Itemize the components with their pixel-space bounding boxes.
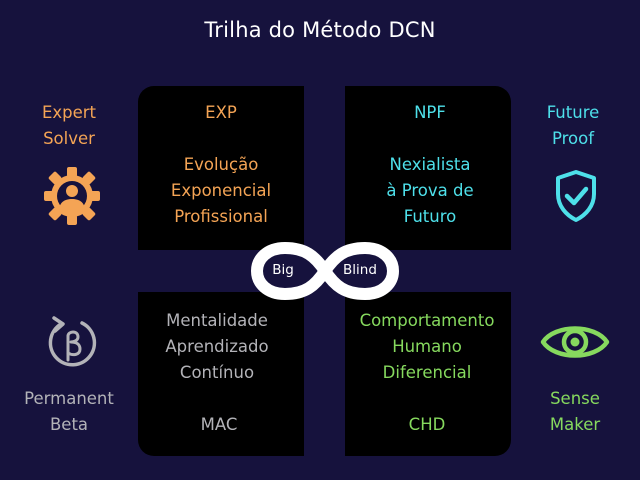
quadrant-chd-line: Diferencial xyxy=(382,363,472,382)
quadrant-chd-line: Comportamento xyxy=(359,311,495,330)
quadrant-npf-text: Nexialista à Prova de Futuro xyxy=(340,152,520,230)
side-label-line: Solver xyxy=(43,129,95,148)
quadrant-npf-line: Nexialista xyxy=(389,155,471,174)
side-label-line: Future xyxy=(546,103,600,122)
quadrant-chd-code: CHD xyxy=(408,415,446,434)
infinity-label-blind: Blind xyxy=(343,262,377,278)
quadrant-chd-text: Comportamento Humano Diferencial xyxy=(337,308,517,386)
quadrant-exp-line: Profissional xyxy=(174,207,268,226)
quadrant-mac-line: Aprendizado xyxy=(165,337,269,356)
side-label-future-proof: Future Proof xyxy=(513,100,633,152)
side-label-sense-maker: Sense Maker xyxy=(515,386,635,438)
side-label-line: Maker xyxy=(549,415,601,434)
beta-cycle-icon xyxy=(48,316,97,367)
quadrant-npf xyxy=(345,86,511,250)
side-label-line: Proof xyxy=(551,129,595,148)
infinity-icon xyxy=(251,242,399,300)
diagram-title: Trilha do Método DCN xyxy=(204,18,436,42)
quadrant-exp xyxy=(138,86,304,250)
quadrant-mac xyxy=(138,292,304,456)
eye-icon xyxy=(540,326,610,358)
quadrant-mac-line: Contínuo xyxy=(179,363,255,382)
quadrant-exp-code: EXP xyxy=(205,103,237,122)
quadrant-chd xyxy=(345,292,511,456)
side-label-expert-solver: Expert Solver xyxy=(9,100,129,152)
quadrant-npf-code: NPF xyxy=(414,103,446,122)
side-label-line: Sense xyxy=(550,389,600,408)
quadrant-npf-line: à Prova de xyxy=(386,181,474,200)
quadrant-exp-line: Exponencial xyxy=(170,181,272,200)
quadrant-exp-line: Evolução xyxy=(183,155,259,174)
shield-check-icon xyxy=(556,170,596,222)
side-label-line: Permanent xyxy=(24,389,114,408)
quadrant-mac-line: Mentalidade xyxy=(166,311,268,330)
infinity-label-big: Big xyxy=(272,262,294,278)
quadrant-chd-line: Humano xyxy=(392,337,462,356)
side-label-line: Expert xyxy=(41,103,97,122)
expert-gear-person-icon xyxy=(44,167,100,225)
quadrant-exp-text: Evolução Exponencial Profissional xyxy=(131,152,311,230)
side-label-permanent-beta: Permanent Beta xyxy=(9,386,129,438)
quadrant-mac-text: Mentalidade Aprendizado Contínuo xyxy=(127,308,307,386)
quadrant-npf-line: Futuro xyxy=(403,207,457,226)
quadrant-mac-code: MAC xyxy=(200,415,238,434)
side-label-line: Beta xyxy=(49,415,89,434)
